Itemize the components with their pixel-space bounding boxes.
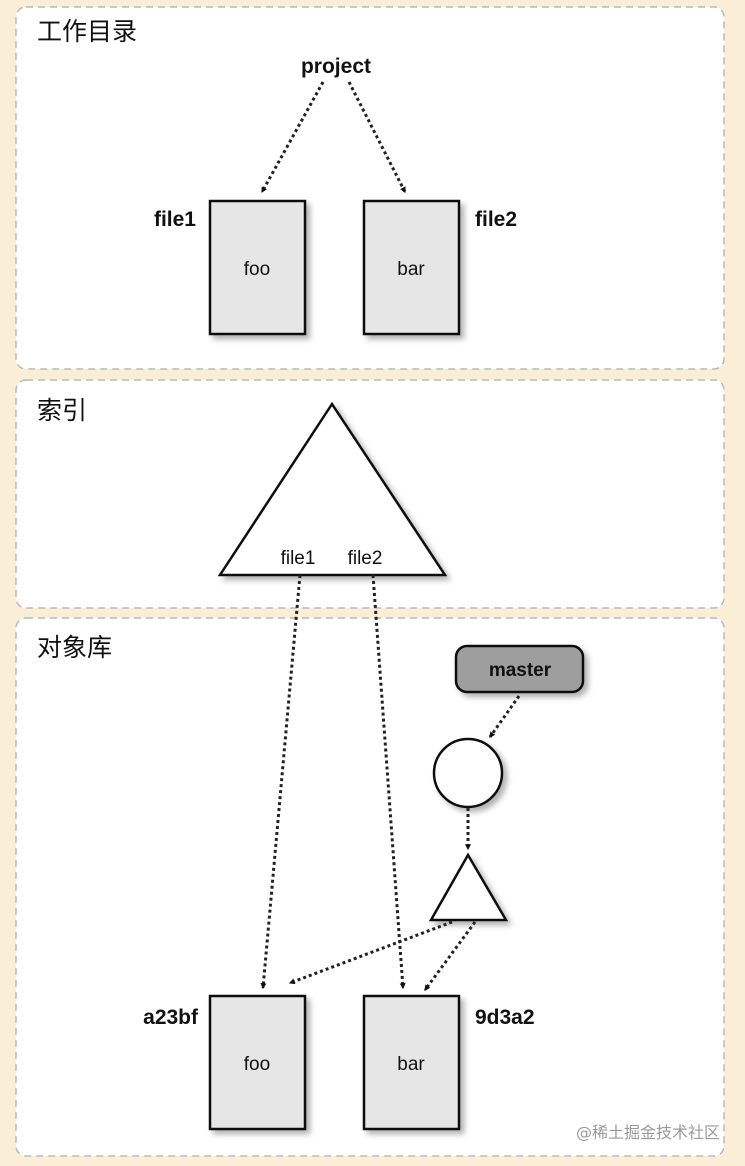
arrow-project-to-file1 bbox=[260, 81, 325, 194]
file1-label: file1 bbox=[154, 208, 196, 231]
blob-9d3a2-box bbox=[362, 994, 461, 1131]
index-tree-triangle bbox=[217, 401, 448, 577]
section-object-store bbox=[15, 617, 725, 1157]
file2-label: file2 bbox=[475, 208, 517, 231]
master-branch-label: master bbox=[489, 660, 552, 681]
index-entry-file2: file2 bbox=[348, 548, 383, 569]
index-title: 索引 bbox=[37, 396, 87, 425]
blob-9d3a2-hash: 9d3a2 bbox=[475, 1006, 535, 1029]
watermark-text: @稀土掘金技术社区 bbox=[576, 1123, 720, 1142]
commit-circle bbox=[432, 737, 504, 809]
arrow-tree-to-blob-bar bbox=[423, 921, 477, 991]
object-store-title: 对象库 bbox=[37, 633, 112, 662]
working-directory-title: 工作目录 bbox=[37, 17, 137, 46]
file1-box bbox=[208, 199, 307, 336]
master-branch-ref bbox=[454, 644, 585, 694]
blob-a23bf-box bbox=[208, 994, 307, 1131]
tree-triangle bbox=[428, 852, 509, 922]
arrow-project-to-file2 bbox=[347, 81, 407, 194]
arrow-master-to-commit bbox=[488, 695, 521, 738]
index-entry-file1: file1 bbox=[281, 548, 316, 569]
project-dir-label: project bbox=[301, 55, 371, 78]
file1-content: foo bbox=[244, 259, 270, 280]
blob-9d3a2-content: bar bbox=[397, 1054, 425, 1075]
blob-a23bf-content: foo bbox=[244, 1054, 270, 1075]
section-working-directory bbox=[15, 6, 725, 370]
file2-box bbox=[362, 199, 461, 336]
file2-content: bar bbox=[397, 259, 425, 280]
blob-a23bf-hash: a23bf bbox=[143, 1006, 199, 1029]
arrow-tree-to-blob-foo bbox=[288, 920, 453, 985]
